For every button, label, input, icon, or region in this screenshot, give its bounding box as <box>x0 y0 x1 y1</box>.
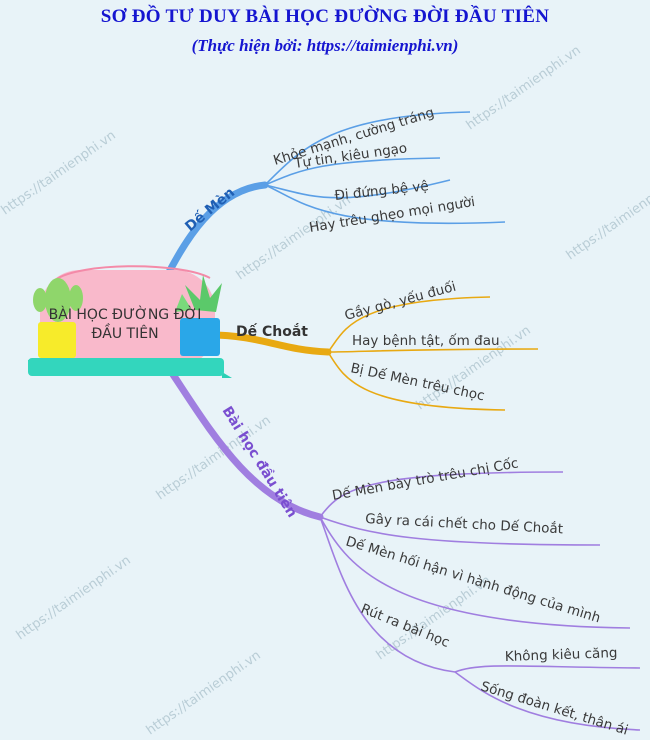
de-men-item-3: Đi đứng bệ vệ <box>334 178 430 204</box>
branch-de-men-label: Dế Mèn <box>182 184 238 235</box>
branch-de-men-line <box>161 181 269 284</box>
bai-hoc-item-2: Gây ra cái chết cho Dế Choắt <box>365 510 564 537</box>
watermark-6: https://taimienphi.vn <box>14 553 134 643</box>
bai-hoc-subitem-1: Không kiêu căng <box>505 645 618 665</box>
branch-de-choat-label: Dế Choắt <box>236 323 308 340</box>
de-choat-item-2: Hay bệnh tật, ốm đau <box>352 332 500 349</box>
watermark-1: https://taimienphi.vn <box>0 128 119 218</box>
page-title: SƠ ĐỒ TƯ DUY BÀI HỌC ĐƯỜNG ĐỜI ĐẦU TIÊN <box>100 6 550 27</box>
branch-bai-hoc-line <box>166 366 324 521</box>
center-line-1: BÀI HỌC ĐƯỜNG ĐỜI <box>48 307 202 323</box>
center-node-graphic <box>28 265 232 378</box>
page-subtitle: (Thực hiện bởi: https://taimienphi.vn) <box>191 36 459 55</box>
watermark-2: https://taimienphi.vn <box>464 43 584 133</box>
bai-hoc-item-1: Dế Mèn bày trò trêu chị Cốc <box>331 454 520 504</box>
bai-hoc-subitem-2: Sống đoàn kết, thân ái <box>479 678 630 739</box>
de-choat-subbranches <box>327 296 539 411</box>
watermark-9: https://taimienphi.vn <box>564 173 650 263</box>
watermark-3: https://taimienphi.vn <box>234 193 354 283</box>
de-men-subbranches <box>264 111 506 225</box>
bai-hoc-subbranches <box>319 471 641 731</box>
center-line-2: ĐẦU TIÊN <box>91 326 159 342</box>
branch-de-choat-line <box>206 331 332 356</box>
de-choat-item-1: Gầy gò, yếu đuối <box>343 278 458 324</box>
center-node-label: BÀI HỌC ĐƯỜNG ĐỜI ĐẦU TIÊN <box>30 306 220 344</box>
watermark-8: https://taimienphi.vn <box>144 648 264 738</box>
